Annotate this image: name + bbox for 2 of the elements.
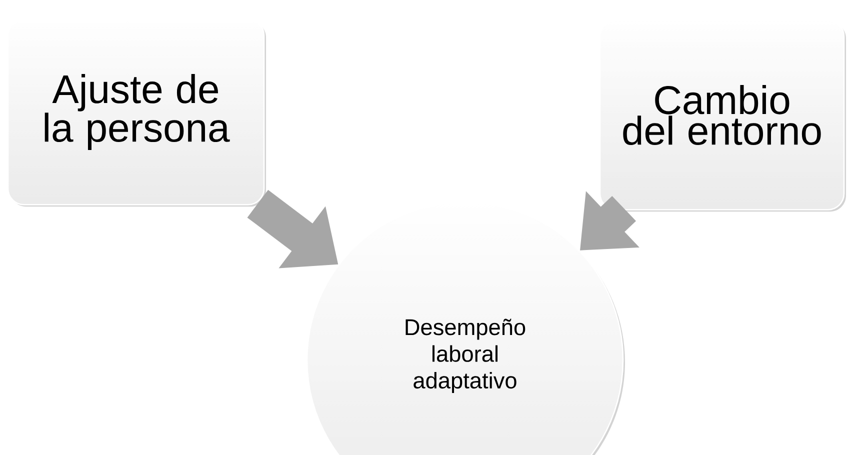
process-box: Ajuste de la persona bbox=[7, 18, 266, 207]
process-box: Cambio del entorno bbox=[599, 20, 846, 212]
